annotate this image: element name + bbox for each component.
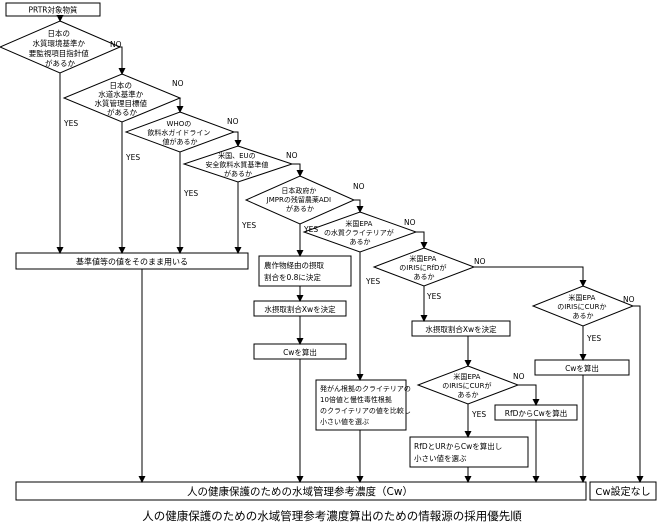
decision-1-label: 日本の 水質環境基準か 要監視項目指針値 があるか [29, 28, 91, 68]
no-cw-box [589, 481, 657, 501]
no-label-3: NO [227, 117, 239, 126]
connectors [56, 15, 644, 483]
decision-2-label: 日本の 水道水基準か 水質管理目標値 があるか [95, 80, 150, 117]
no-label-4: NO [286, 151, 298, 160]
cw-calc-label-1: Cwを算出 [283, 347, 317, 357]
yes-label-7: YES [426, 292, 441, 301]
crop-intake-box [258, 255, 352, 287]
water-ratio-label-1: 水摂取割合Xwを決定 [264, 304, 336, 314]
water-ratio-label-2: 水摂取割合Xwを決定 [425, 324, 497, 334]
decision-4-label: 米国、EUの 安全飲料水質基準値 があるか [205, 151, 270, 178]
start-box [5, 2, 101, 17]
decision-8-label: 米国EPA のIRISにCURが あるか [442, 372, 494, 399]
yes-label-8: YES [471, 410, 486, 419]
no-label-9: NO [623, 295, 635, 304]
yes-label-1: YES [63, 119, 78, 128]
crop-intake-label: 農作物経由の摂取 割合を0.8に決定 [264, 260, 326, 282]
no-label-5: NO [353, 182, 365, 191]
no-label-6: NO [404, 218, 416, 227]
no-cw-label: Cw設定なし [595, 485, 650, 498]
rfd-cw-label: RfDからCwを算出 [505, 408, 568, 418]
no-label-8: NO [513, 372, 525, 381]
decision-5-label: 日本政府か JMPRの残留農薬ADI があるか [266, 186, 334, 213]
decision-3-label: WHOの 飲料水ガイドライン 値があるか [147, 120, 212, 146]
no-label-2: NO [172, 79, 184, 88]
no-label-1: NO [110, 40, 122, 49]
yes-label-6: YES [365, 277, 380, 286]
decision-7-label: 米国EPA のIRISにRfDが あるか [399, 254, 448, 281]
cw-calc-label-2: Cwを算出 [565, 363, 599, 373]
no-label-7: NO [474, 257, 486, 266]
start-label: PRTR対象物質 [29, 5, 78, 15]
yes-label-2: YES [125, 153, 140, 162]
yes-label-3: YES [183, 189, 198, 198]
carcinogen-box [315, 379, 407, 431]
carcinogen-label: 発がん根拠のクライテリアの 10倍値と慢性毒性根拠 のクライテリアの値を比較し … [320, 384, 413, 426]
yes-label-5: YES [303, 225, 318, 234]
standard-value-box [15, 252, 249, 270]
figure-caption: 人の健康保護のための水域管理参考濃度算出のための情報源の採用優先順 [142, 509, 522, 523]
yes-label-4: YES [241, 221, 256, 230]
water-ratio-box-2 [411, 320, 511, 337]
standard-value-label: 基準値等の値をそのまま用いる [76, 257, 188, 267]
reference-conc-label: 人の健康保護のための水域管理参考濃度（Cw） [187, 485, 413, 498]
decision-6-label: 米国EPA の水質クライテリアが あるか [324, 219, 396, 246]
decision-9-label: 米国EPA のIRISにCURか あるか [557, 293, 609, 320]
rfd-ur-label: RfDとURからCwを算出し 小さい値を選ぶ [414, 441, 505, 463]
yes-label-9: YES [586, 334, 601, 343]
rfd-ur-box [409, 436, 529, 468]
